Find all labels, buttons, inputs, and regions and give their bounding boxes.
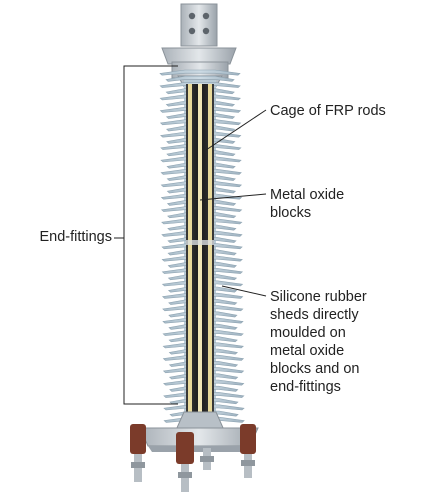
label-cage-frp-rods: Cage of FRP rods: [270, 103, 386, 119]
bolt-mid: [200, 448, 214, 470]
bolt-front-left: [130, 424, 146, 482]
silicone-leader: [221, 285, 267, 297]
metal-oxide-leader: [199, 193, 267, 201]
label-metal-oxide-blocks: Metal oxide blocks: [270, 187, 345, 221]
label-end-fittings: End-fittings: [39, 229, 112, 245]
top-terminal-plate: [180, 3, 218, 47]
frp-cage: [186, 84, 214, 418]
end-fittings-bracket: [114, 65, 178, 405]
label-silicone-sheds: Silicone rubber sheds directly moulded o…: [270, 289, 367, 395]
bolt-rear-right: [240, 424, 256, 478]
base-insulating-bolts: [130, 424, 256, 492]
shed: [165, 75, 235, 82]
bolt-front-center: [176, 432, 194, 492]
cage-leader: [205, 109, 267, 151]
bottom-end-fitting: [139, 411, 259, 452]
shed: [159, 69, 241, 76]
leader-lines: [114, 65, 267, 405]
